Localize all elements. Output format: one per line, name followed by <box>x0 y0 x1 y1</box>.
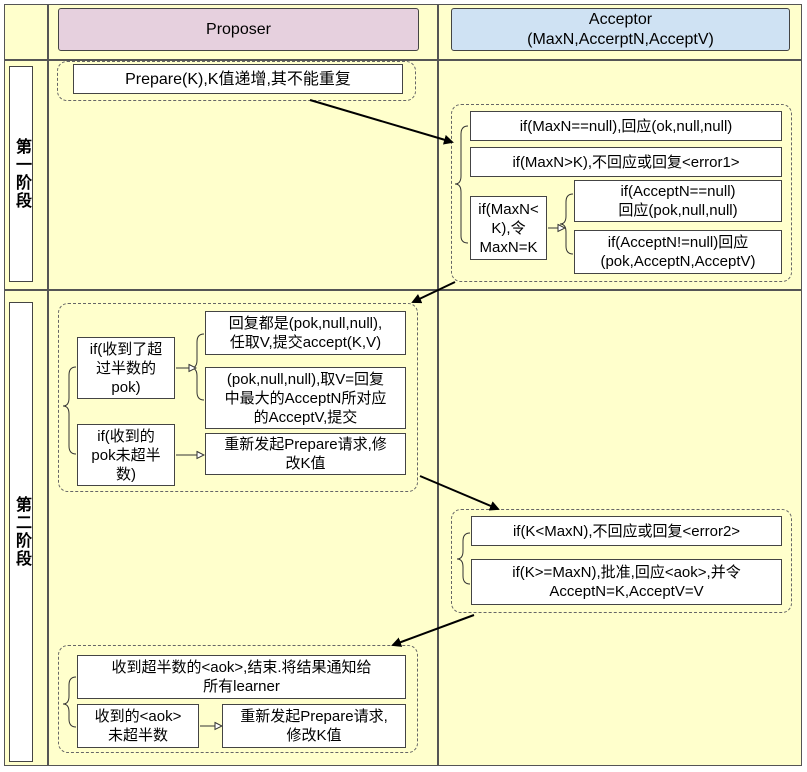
flow-arrow-4 <box>391 614 475 647</box>
acceptor-k-greater-eq-box: if(K>=MaxN),批准,回应<aok>,并令 AcceptN=K,Acce… <box>471 559 782 605</box>
proposer-max-acceptn-box: (pok,null,null),取V=回复 中最大的AcceptN所对应 的Ac… <box>205 367 406 429</box>
phase2-proposer-group <box>58 303 418 492</box>
corner-cell <box>4 4 48 60</box>
proposer-minority-pok-box: if(收到的 pok未超半 数) <box>77 424 175 486</box>
acceptor-acceptn-notnull-box: if(AcceptN!=null)回应 (pok,AcceptN,AcceptV… <box>574 230 782 274</box>
phase1-label: 第一阶段 <box>9 66 33 282</box>
final-retry-prepare-box: 重新发起Prepare请求, 修改K值 <box>222 704 406 748</box>
acceptor-header: Acceptor (MaxN,AccerptN,AcceptV) <box>451 8 790 51</box>
flow-arrow-2 <box>411 281 456 304</box>
prepare-box: Prepare(K),K值递增,其不能重复 <box>73 64 403 94</box>
acceptor-acceptn-null-box: if(AcceptN==null) 回应(pok,null,null) <box>574 180 782 222</box>
brace-phase1-sub <box>559 193 574 255</box>
final-minority-aok-box: 收到的<aok> 未超半数 <box>77 704 199 748</box>
acceptor-maxn-greater-box: if(MaxN>K),不回应或回复<error1> <box>470 147 782 177</box>
final-majority-aok-box: 收到超半数的<aok>,结束.将结果通知给 所有learner <box>77 655 406 699</box>
proposer-retry-prepare-box: 重新发起Prepare请求,修 改K值 <box>205 433 406 475</box>
proposer-majority-pok-box: if(收到了超 过半数的 pok) <box>77 337 175 399</box>
brace-phase2-acceptor <box>456 532 471 585</box>
proposer-any-v-box: 回复都是(pok,null,null), 任取V,提交accept(K,V) <box>205 311 406 355</box>
proposer-header: Proposer <box>58 8 419 51</box>
brace-phase1-acceptor <box>454 125 469 244</box>
brace-final <box>62 676 77 728</box>
phase2-acceptor-group <box>451 509 792 613</box>
phase1-acceptor-group <box>451 104 792 282</box>
acceptor-maxn-less-box: if(MaxN< K),令 MaxN=K <box>470 196 547 260</box>
final-proposer-group <box>58 645 418 753</box>
brace-phase2-sub <box>190 333 205 401</box>
acceptor-maxn-null-box: if(MaxN==null),回应(ok,null,null) <box>470 111 782 141</box>
phase1-proposer-cell <box>48 60 438 290</box>
phase1-proposer-group <box>57 61 416 101</box>
acceptor-k-less-box: if(K<MaxN),不回应或回复<error2> <box>471 516 782 546</box>
phase2-label: 第二阶段 <box>9 302 33 762</box>
flow-arrow-3 <box>419 475 500 511</box>
brace-phase2-proposer <box>62 366 77 455</box>
flow-arrow-1 <box>309 99 454 145</box>
